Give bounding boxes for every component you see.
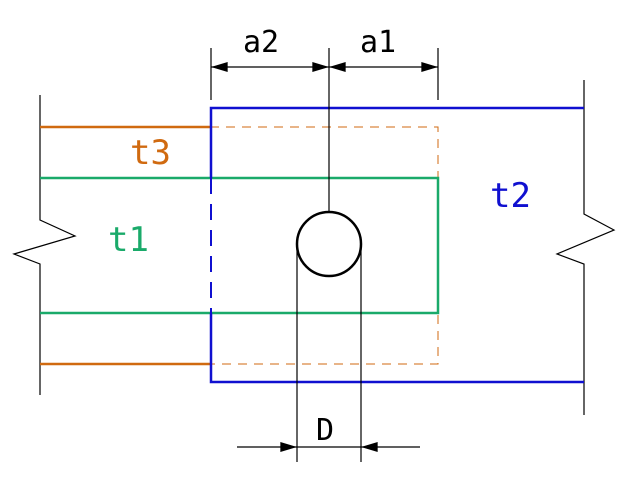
label-t3: t3: [130, 133, 171, 173]
label-t2: t2: [490, 176, 531, 216]
plate-t1: [40, 176, 440, 315]
label-a2: a2: [243, 25, 279, 60]
plate-t2: [209, 106, 584, 384]
label-d: D: [316, 413, 334, 448]
label-t1: t1: [108, 220, 149, 260]
break-line-right: [555, 80, 616, 415]
plate-t3: [40, 125, 439, 366]
bolt-hole: [295, 210, 363, 278]
break-line-left: [12, 95, 77, 395]
label-a1: a1: [360, 25, 396, 60]
